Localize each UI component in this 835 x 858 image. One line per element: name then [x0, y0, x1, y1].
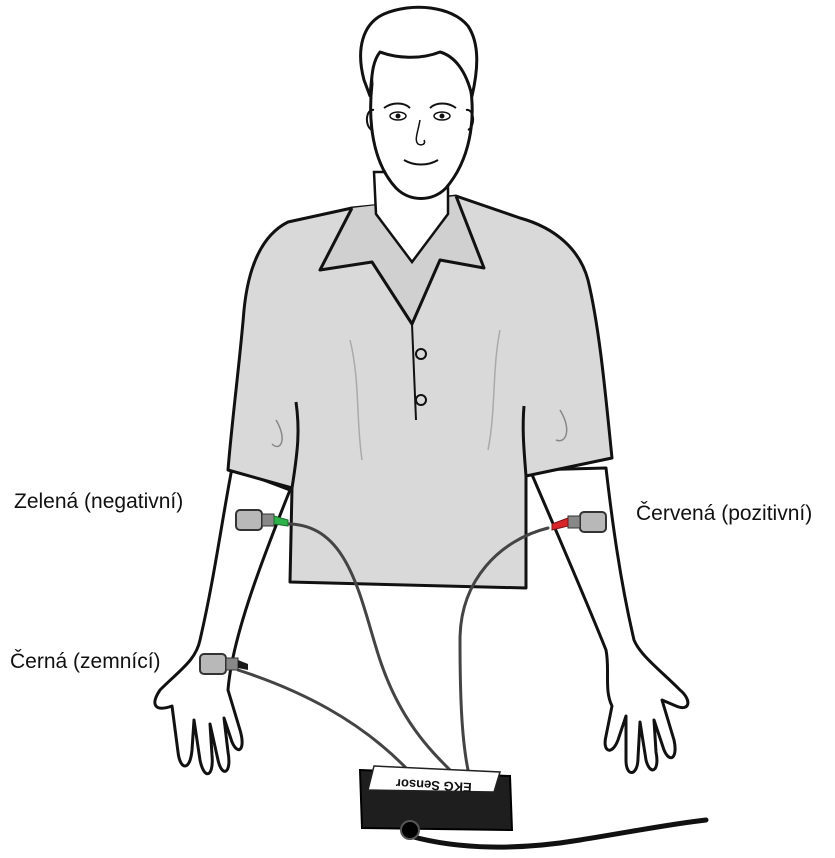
- red-electrode-label: Červená (pozitivní): [636, 503, 812, 524]
- sensor-port: [401, 821, 419, 839]
- black-electrode-label: Černá (zemnící): [10, 651, 161, 672]
- black-lead-wire: [238, 670, 408, 770]
- green-electrode-label: Zelená (negativní): [14, 491, 183, 512]
- ekg-sensor-box: EKG Sensor: [360, 766, 512, 839]
- head: [361, 7, 477, 198]
